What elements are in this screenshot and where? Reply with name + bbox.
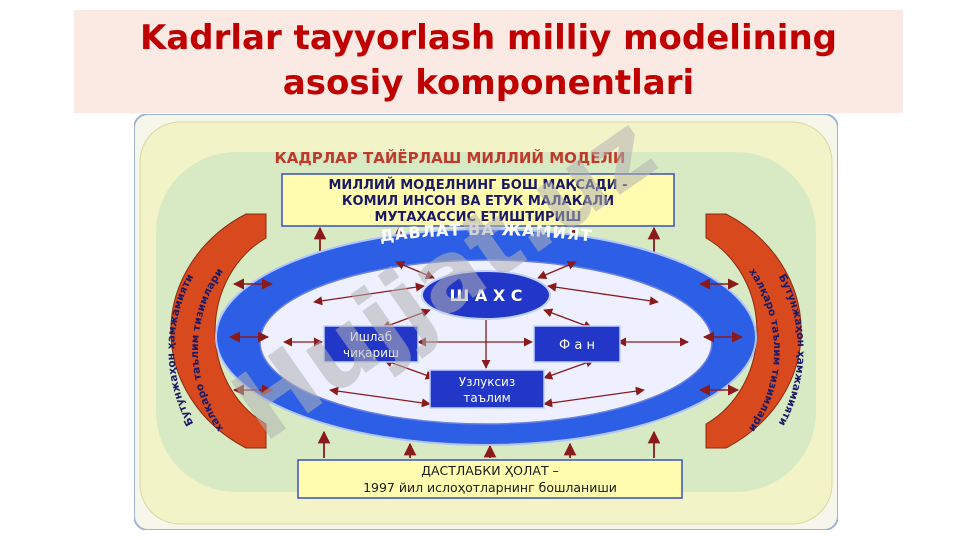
goal-box-line3: МУТАХАССИС ЕТИШТИРИШ <box>375 210 582 225</box>
start-box-line1: ДАСТЛАБКИ ҲОЛАТ – <box>421 463 559 478</box>
start-arrows <box>317 430 661 458</box>
inner-arrows <box>283 260 689 408</box>
start-box <box>297 459 683 499</box>
left-world-arc <box>170 213 267 449</box>
person-node <box>421 270 551 320</box>
start-box-line2: 1997 йил ислоҳотларнинг бошланиши <box>363 480 617 495</box>
science-node <box>533 325 621 363</box>
education-node-line2: таълим <box>463 391 510 405</box>
goal-box <box>281 173 675 227</box>
diagram-header: КАДРЛАР ТАЙЁРЛАШ МИЛЛИЙ МОДЕЛИ <box>275 148 626 167</box>
education-node-line1: Узлуксиз <box>459 375 516 389</box>
goal-box-line2: КОМИЛ ИНСОН ВА ЕТУК МАЛАКАЛИ <box>342 194 614 209</box>
right-world-arc <box>705 213 802 449</box>
slide-title-line2: asosiy komponentlari <box>282 63 695 103</box>
production-node <box>323 325 419 363</box>
slide-title: Kadrlar tayyorlash milliy modelining aso… <box>74 10 903 106</box>
goal-box-line1: МИЛЛИЙ МОДЕЛНИНГ БОШ МАҚСАДИ - <box>329 177 628 193</box>
production-node-line1: Ишлаб <box>350 330 392 344</box>
slide-title-box: Kadrlar tayyorlash milliy modelining aso… <box>74 10 903 113</box>
slide-title-line1: Kadrlar tayyorlash milliy modelining <box>139 18 838 58</box>
person-node-label: Ш А Х С <box>450 286 523 305</box>
production-node-line2: чиқариш <box>343 346 399 360</box>
side-arrows <box>228 278 744 396</box>
continuous-education-node <box>429 369 545 409</box>
science-node-label: Ф а н <box>559 338 595 353</box>
national-model-diagram: КАДРЛАР ТАЙЁРЛАШ МИЛЛИЙ МОДЕЛИ МИЛЛИЙ МО… <box>134 114 838 530</box>
